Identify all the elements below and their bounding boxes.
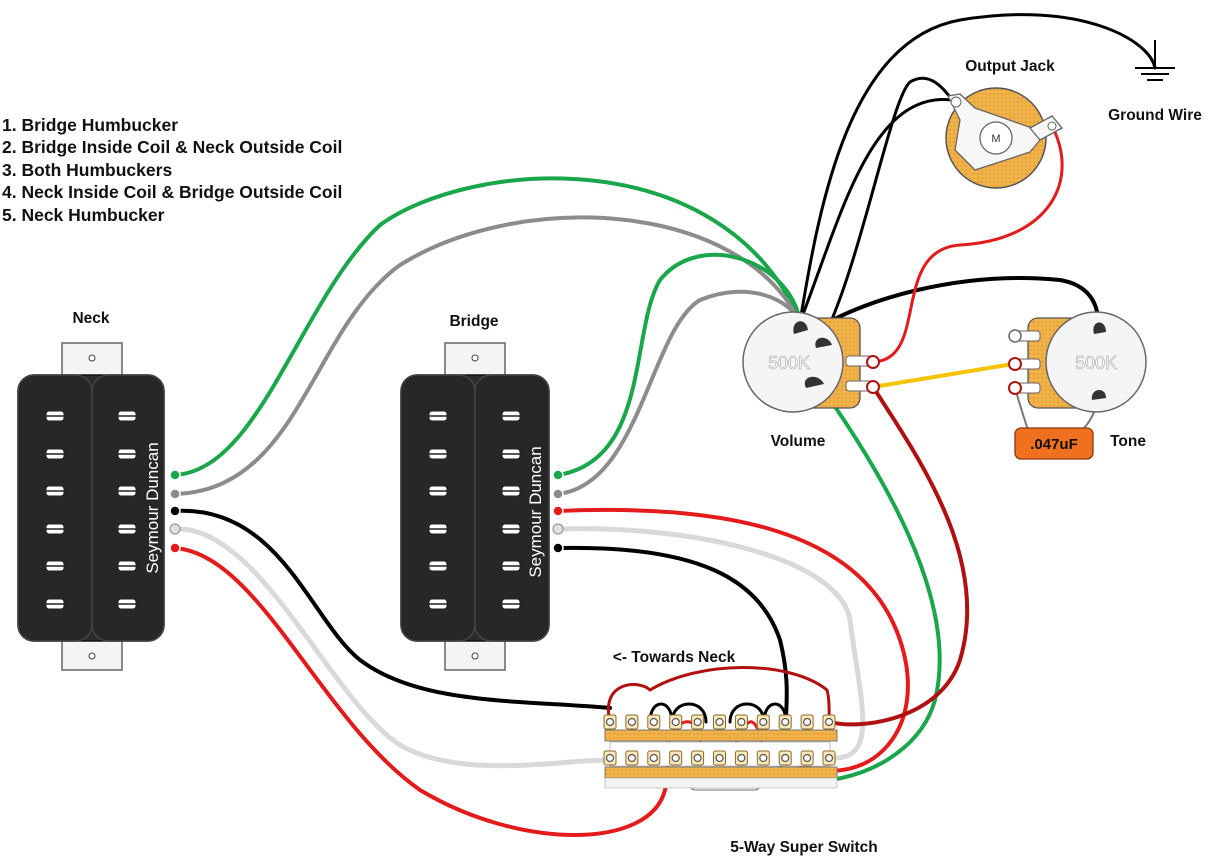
- ground-wire-label: Ground Wire: [1108, 107, 1202, 124]
- legend-item-2: 2. Bridge Inside Coil & Neck Outside Coi…: [2, 137, 343, 158]
- jack-hot-red-wire: [871, 124, 1064, 364]
- switch-label: 5-Way Super Switch: [730, 839, 878, 856]
- capacitor-value: .047uF: [1030, 436, 1078, 453]
- switch-bottom-plate: [604, 777, 838, 789]
- switch-lugs-bottom: [603, 750, 836, 766]
- neck-pickup: Seymour Duncan Neck: [17, 310, 181, 671]
- tone-pot-body: [1045, 311, 1147, 413]
- neck-black-wire: [173, 508, 612, 710]
- neck-wire-terminals: [169, 469, 181, 554]
- ground-symbol: Ground Wire: [1108, 40, 1202, 124]
- jack-ground-wire: [798, 98, 954, 324]
- bridge-brand-text: Seymour Duncan: [526, 446, 545, 577]
- bridge-coil-inner: [474, 374, 550, 642]
- bridge-pickup: Seymour Duncan Bridge: [400, 313, 564, 671]
- switch-red-top-arch: [606, 666, 831, 724]
- tone-yellow-wire: [871, 362, 1015, 389]
- switch-lugs-top: [603, 714, 836, 730]
- tone-solder-blob-2: [1091, 389, 1106, 400]
- tone-pot: 500K Tone: [1008, 311, 1147, 450]
- towards-neck-label: <- Towards Neck: [613, 649, 736, 666]
- tone-label: Tone: [1110, 433, 1146, 450]
- legend-item-3: 3. Both Humbuckers: [2, 159, 173, 180]
- bridge-red-wire: [556, 507, 910, 773]
- volume-solder-blob-1: [793, 321, 808, 334]
- legend-item-1: 1. Bridge Humbucker: [2, 115, 179, 135]
- tone-value: 500K: [1075, 353, 1117, 373]
- tone-solder-blob-1: [1093, 322, 1106, 334]
- neck-green-wire: [173, 176, 802, 477]
- ground-wire: [798, 13, 1157, 324]
- volume-pot-body: [742, 311, 844, 413]
- volume-darkred-wire: [828, 388, 970, 727]
- switch-positions-legend: 1. Bridge Humbucker 2. Bridge Inside Coi…: [2, 114, 342, 226]
- output-jack-mark: M: [991, 133, 1000, 145]
- bridge-screw-hole-bottom: [471, 652, 479, 660]
- bridge-green-wire: [556, 252, 802, 477]
- bridge-screw-hole-top: [471, 354, 479, 362]
- volume-pot: 500K Volume: [742, 311, 880, 450]
- tone-ground-wire: [810, 276, 1100, 334]
- tone-lugs: [1008, 329, 1041, 395]
- switch-top-rail: [604, 729, 838, 742]
- neck-coil-inner: [91, 374, 165, 642]
- neck-screw-hole-bottom: [88, 652, 96, 660]
- bridge-white-wire: [555, 526, 866, 761]
- bridge-wire-terminals: [552, 469, 564, 554]
- output-jack-sleeve-lug: [950, 96, 962, 108]
- bridge-pole-pieces: [428, 410, 521, 610]
- bridge-label: Bridge: [449, 313, 498, 330]
- legend-item-4: 4. Neck Inside Coil & Bridge Outside Coi…: [2, 182, 343, 203]
- tone-capacitor: .047uF: [1014, 427, 1094, 460]
- bridge-gray-wire: [556, 289, 802, 496]
- legend-item-5: 5. Neck Humbucker: [2, 204, 165, 225]
- output-jack: M Output Jack: [945, 58, 1064, 189]
- output-jack-tip-hole: [1047, 121, 1057, 131]
- volume-value: 500K: [768, 353, 810, 373]
- wires: [172, 13, 1157, 837]
- neck-white-wire: [172, 526, 611, 769]
- output-jack-label: Output Jack: [965, 58, 1055, 75]
- output-jack-socket: [979, 121, 1013, 155]
- volume-lugs: [845, 355, 880, 394]
- neck-brand-text: Seymour Duncan: [143, 442, 162, 573]
- neck-screw-hole-top: [88, 354, 96, 362]
- neck-gray-wire: [173, 215, 802, 496]
- switch-bottom-rail: [604, 766, 838, 779]
- neck-label: Neck: [72, 310, 109, 327]
- volume-solder-blob-3: [804, 376, 824, 388]
- volume-solder-blob-2: [815, 337, 832, 348]
- bridge-black-wire: [556, 545, 789, 722]
- volume-label: Volume: [771, 433, 826, 450]
- neck-pole-pieces: [45, 410, 137, 610]
- five-way-switch: <- Towards Neck 5-Way Super Switch: [603, 649, 878, 856]
- volume-lug-black-wire: [818, 76, 954, 347]
